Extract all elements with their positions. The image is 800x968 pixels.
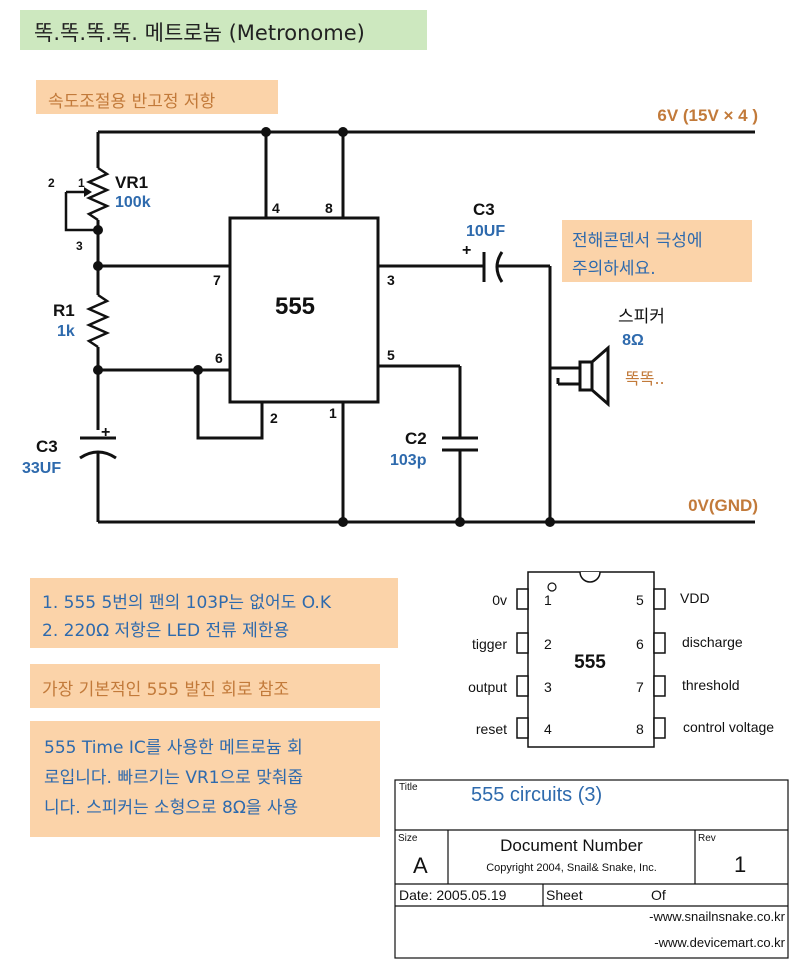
pinout-left-name-4: reset <box>476 721 507 737</box>
pinout-left-num-4: 4 <box>544 721 552 737</box>
note-box-3: 555 Time IC를 사용한 메트로늄 회 로입니다. 빠르기는 VR1으로… <box>30 721 380 837</box>
c2-value: 103p <box>390 452 427 469</box>
r1-value: 1k <box>57 323 75 340</box>
speaker-cone <box>590 344 610 408</box>
tb-date: Date: 2005.05.19 <box>399 887 507 903</box>
tb-size: A <box>413 853 428 878</box>
pinout-right-name-7: threshold <box>682 677 740 693</box>
speaker-sound: 똑똑.. <box>625 369 665 388</box>
page-title: 똑.똑.똑.똑. 메트로놈 (Metronome) <box>34 21 365 45</box>
pinout-chip-body <box>527 571 655 748</box>
ic-pin1: 1 <box>329 405 337 421</box>
pinout-left-num-2: 2 <box>544 636 552 652</box>
note2-text: 가장 기본적인 555 발진 회로 참조 <box>42 680 290 700</box>
ic-pin5: 5 <box>387 347 395 363</box>
pinout-right-name-5: VDD <box>680 590 710 606</box>
vr1-pin1: 1 <box>78 176 85 190</box>
pin1-dot <box>547 582 557 592</box>
pinout-right-num-7: 7 <box>636 679 644 695</box>
pinout-left-name-2: tigger <box>472 636 507 652</box>
pinout-right-num-8: 8 <box>636 721 644 737</box>
tb-of: Of <box>651 887 666 903</box>
speaker-icon <box>578 360 594 392</box>
title-block-frame <box>394 779 789 959</box>
tb-rev: 1 <box>734 852 747 877</box>
cap-note-line-2: 주의하세요. <box>572 259 656 279</box>
ic-pin4: 4 <box>272 200 280 216</box>
tb-url-1: -www.snailnsnake.co.kr <box>649 909 785 924</box>
ic-pin6: 6 <box>215 350 223 366</box>
c3-left-name: C3 <box>36 437 58 456</box>
vr1-pin3: 3 <box>76 239 83 253</box>
pinout-left-name-1: 0v <box>492 592 507 608</box>
note3-line-2: 로입니다. 빠르기는 VR1으로 맞춰줍 <box>44 768 304 788</box>
tb-size-label: Size <box>398 833 418 844</box>
rail-bottom-label: 0V(GND) <box>688 496 758 515</box>
tb-sheet: Sheet <box>546 887 583 903</box>
vr1-value: 100k <box>115 194 151 211</box>
c2-name: C2 <box>405 429 427 448</box>
tb-rev-label: Rev <box>698 833 716 844</box>
pinout-left-num-1: 1 <box>544 592 552 608</box>
speaker-name: 스피커 <box>618 307 665 327</box>
pinout-left-num-3: 3 <box>544 679 552 695</box>
pinout-left-name-3: output <box>468 679 507 695</box>
ic-555-body <box>228 216 380 404</box>
pinout-notch <box>579 571 601 583</box>
vr1-pin2: 2 <box>48 176 55 190</box>
speaker-value: 8Ω <box>622 332 644 349</box>
tb-title-label: Title <box>399 782 418 793</box>
pinout-right-num-5: 5 <box>636 592 644 608</box>
c3-right-value: 10UF <box>466 223 505 240</box>
c3-left-plus: + <box>101 424 110 441</box>
vr1-name: VR1 <box>115 173 148 192</box>
junction-dots <box>93 127 555 527</box>
ic-pin3: 3 <box>387 272 395 288</box>
tb-title: 555 circuits (3) <box>471 784 603 806</box>
pinout-right-num-6: 6 <box>636 636 644 652</box>
note1-line-1: 1. 555 5번의 팬의 103P는 없어도 O.K <box>42 593 331 613</box>
wires <box>64 130 755 524</box>
ic-pin2: 2 <box>270 410 278 426</box>
note3-line-3: 니다. 스피커는 소형으로 8Ω을 사용 <box>44 798 299 818</box>
pinout-right-name-6: discharge <box>682 634 743 650</box>
ic-label: 555 <box>275 293 315 320</box>
note-box-1: 1. 555 5번의 팬의 103P는 없어도 O.K 2. 220Ω 저항은 … <box>30 578 398 648</box>
r1-name: R1 <box>53 301 75 320</box>
note-box-2: 가장 기본적인 555 발진 회로 참조 <box>30 664 380 708</box>
pinout-chip-label: 555 <box>574 652 606 673</box>
vr-note: 속도조절용 반고정 저항 <box>48 92 216 112</box>
page-title-box: 똑.똑.똑.똑. 메트로놈 (Metronome) <box>20 10 427 50</box>
note3-line-1: 555 Time IC를 사용한 메트로늄 회 <box>44 738 303 758</box>
ic-pin7: 7 <box>213 272 221 288</box>
cap-polarity-note-box: 전해콘덴서 극성에 주의하세요. <box>562 220 752 282</box>
c3-left-value: 33UF <box>22 460 61 477</box>
pinout-diagram: 1 2 3 4 5 6 7 8 0v tigger output reset V… <box>468 571 774 748</box>
pinout-pins <box>516 588 666 739</box>
pinout-right-name-8: control voltage <box>683 719 774 735</box>
rail-top-label: 6V (15V × 4 ) <box>657 106 758 125</box>
vr-note-box: 속도조절용 반고정 저항 <box>36 80 278 114</box>
c3-right-name: C3 <box>473 200 495 219</box>
note1-line-2: 2. 220Ω 저항은 LED 전류 제한용 <box>42 621 290 641</box>
c3-right-plus: + <box>462 242 471 259</box>
tb-doc-label: Document Number <box>500 836 643 855</box>
vr1-wiper-arrow <box>84 187 92 197</box>
tb-url-2: -www.devicemart.co.kr <box>654 935 785 950</box>
cap-note-line-1: 전해콘덴서 극성에 <box>572 231 703 251</box>
tb-copyright: Copyright 2004, Snail& Snake, Inc. <box>486 862 657 874</box>
ic-pin8: 8 <box>325 200 333 216</box>
